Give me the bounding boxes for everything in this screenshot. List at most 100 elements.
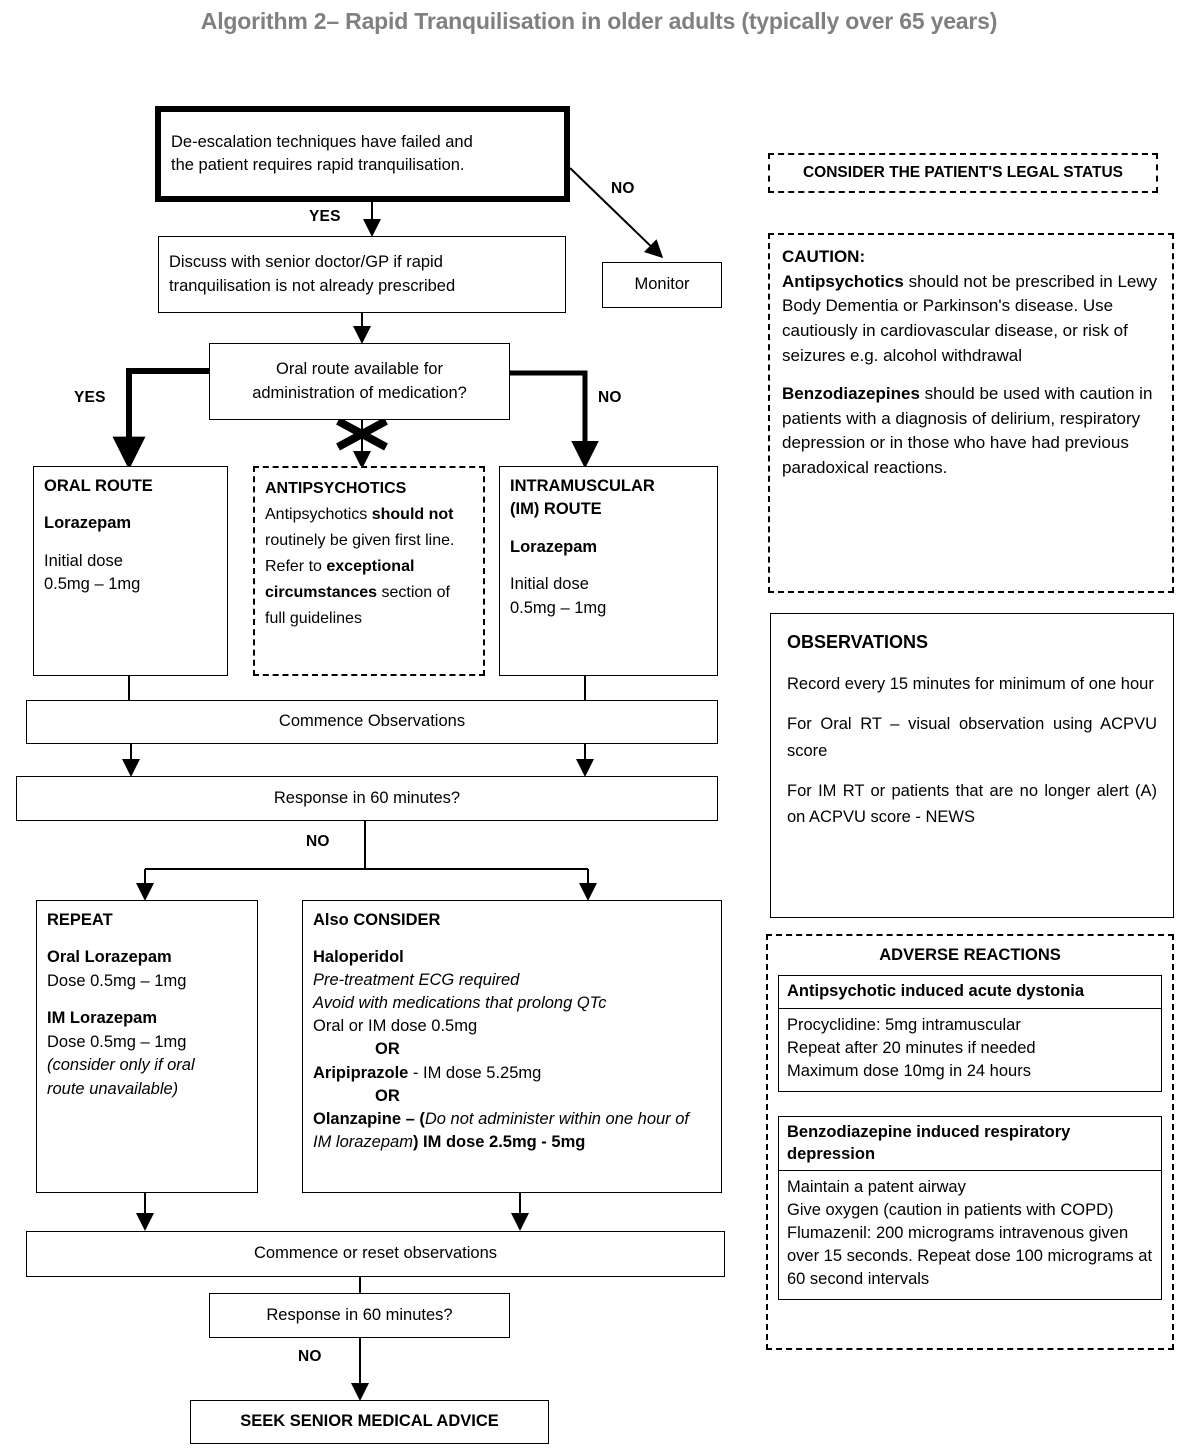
monitor-box: Monitor xyxy=(602,262,722,308)
antipsychotics-body: Antipsychotics should not routinely be g… xyxy=(265,502,473,632)
olanzapine-note: Do not administer within one hour of IM … xyxy=(313,1109,690,1151)
im-route-drug: Lorazepam xyxy=(510,537,598,556)
respiratory-line-2: Give oxygen (caution in patients with CO… xyxy=(787,1200,1114,1219)
page-title: Algorithm 2– Rapid Tranquilisation in ol… xyxy=(200,8,998,34)
oral-route-dose-label: Initial dose xyxy=(44,551,123,570)
oral-route-box: ORAL ROUTE Lorazepam Initial dose 0.5mg … xyxy=(33,466,228,676)
haloperidol-title: Haloperidol xyxy=(313,948,404,967)
seek-senior-advice-box: SEEK SENIOR MEDICAL ADVICE xyxy=(190,1400,549,1444)
respiratory-title-2: depression xyxy=(787,1145,876,1164)
aripiprazole-title: Aripiprazole xyxy=(313,1063,409,1082)
antipsychotics-text-4: section of xyxy=(377,583,451,601)
edge-label-no-2: NO xyxy=(598,389,622,406)
antipsychotics-text-2: routinely be given xyxy=(265,531,391,549)
edge-label-no-1: NO xyxy=(611,180,635,197)
discuss-box: Discuss with senior doctor/GP if rapid t… xyxy=(158,236,566,313)
dystonia-subbox: Antipsychotic induced acute dystonia Pro… xyxy=(778,975,1162,1093)
observations-text-2: For Oral RT – visual observation using A… xyxy=(787,715,1157,760)
im-route-box: INTRAMUSCULAR (IM) ROUTE Lorazepam Initi… xyxy=(499,466,718,676)
caution-box: CAUTION: Antipsychotics should not be pr… xyxy=(768,233,1174,593)
im-route-dose-label: Initial dose xyxy=(510,575,589,594)
observations-text-3: For IM RT or patients that are no longer… xyxy=(787,781,1157,827)
antipsychotics-bold-should: should xyxy=(371,505,425,523)
edge-label-yes-2: YES xyxy=(74,389,106,406)
repeat-box: REPEAT Oral Lorazepam Dose 0.5mg – 1mg I… xyxy=(36,900,258,1193)
im-route-heading-1: INTRAMUSCULAR xyxy=(510,477,655,495)
antipsychotics-bold-exceptional: exceptional xyxy=(326,557,415,575)
dystonia-line-2: Repeat after 20 minutes if needed xyxy=(787,1038,1036,1057)
caution-paragraph-2: Benzodiazepines should be used with caut… xyxy=(782,382,1160,481)
antipsychotics-box: ANTIPSYCHOTICS Antipsychotics should not… xyxy=(253,466,485,676)
legal-status-heading: CONSIDER THE PATIENT'S LEGAL STATUS xyxy=(802,164,1123,181)
caution-heading: CAUTION: xyxy=(782,247,866,266)
observations-heading: OBSERVATIONS xyxy=(787,632,929,652)
monitor-label: Monitor xyxy=(634,275,690,294)
respiratory-line-3: Flumazenil: 200 micrograms intravenous g… xyxy=(787,1223,1153,1289)
caution-paragraph-1: Antipsychotics should not be prescribed … xyxy=(782,270,1160,369)
response-60-label-2: Response in 60 minutes? xyxy=(266,1305,453,1324)
antipsychotics-bold-circumstances: circumstances xyxy=(265,583,378,601)
dystonia-line-3: Maximum dose 10mg in 24 hours xyxy=(787,1062,1031,1081)
caution-antipsychotics-bold: Antipsychotics xyxy=(782,271,904,291)
or-separator-1: OR xyxy=(375,1040,400,1059)
observations-box: OBSERVATIONS Record every 15 minutes for… xyxy=(770,613,1174,918)
edge-label-no-3: NO xyxy=(306,833,330,850)
im-route-heading-2: (IM) ROUTE xyxy=(510,500,602,519)
olanzapine-dose: ) IM dose 2.5mg - 5mg xyxy=(412,1132,586,1151)
antipsychotics-text-5: full guidelines xyxy=(265,609,362,627)
haloperidol-note-2: Avoid with medications that prolong QTc xyxy=(313,994,607,1013)
commence-reset-observations-box: Commence or reset observations xyxy=(26,1231,725,1277)
haloperidol-dose: Oral or IM dose 0.5mg xyxy=(313,1017,478,1036)
repeat-im-note-1: (consider only if oral xyxy=(47,1056,195,1075)
antipsychotics-bold-not: not xyxy=(428,505,454,523)
edge-label-yes-1: YES xyxy=(309,208,341,225)
start-line-1: De-escalation techniques have failed and xyxy=(171,132,473,151)
olanzapine-dash: – ( xyxy=(401,1109,425,1128)
commence-observations-box: Commence Observations xyxy=(26,700,718,744)
caution-benzodiazepines-text: should be used with caution in patients … xyxy=(782,384,1153,478)
repeat-oral-dose: Dose 0.5mg – 1mg xyxy=(47,971,187,990)
start-line-2: the patient requires rapid tranquilisati… xyxy=(171,156,465,174)
discuss-line-1: Discuss with senior doctor/GP if rapid xyxy=(169,253,443,272)
repeat-im-note-2: route unavailable) xyxy=(47,1079,179,1098)
repeat-im-title: IM Lorazepam xyxy=(47,1009,158,1028)
also-consider-box: Also CONSIDER Haloperidol Pre-treatment … xyxy=(302,900,722,1193)
discuss-line-2: tranquilisation is not already prescribe… xyxy=(169,276,456,295)
oral-route-heading: ORAL ROUTE xyxy=(44,477,153,495)
antipsychotics-heading: ANTIPSYCHOTICS xyxy=(265,480,407,497)
oral-route-decision-box: Oral route available for administration … xyxy=(209,343,510,420)
oral-decision-line-2: administration of medication? xyxy=(252,383,467,402)
repeat-heading: REPEAT xyxy=(47,911,113,929)
caution-antipsychotics-text: should not be prescribed in Lewy Body De… xyxy=(782,271,1158,365)
olanzapine-title: Olanzapine xyxy=(313,1109,402,1128)
olanzapine-row: Olanzapine – (Do not administer within o… xyxy=(313,1108,711,1154)
response-60-box-2: Response in 60 minutes? xyxy=(209,1293,510,1338)
antipsychotics-text-1: Antipsychotics xyxy=(265,505,372,523)
caution-benzodiazepines-bold: Benzodiazepines xyxy=(782,384,920,404)
observations-text-1: Record every 15 minutes for minimum of o… xyxy=(787,674,1154,693)
seek-senior-advice-label: SEEK SENIOR MEDICAL ADVICE xyxy=(240,1412,499,1431)
adverse-reactions-box: ADVERSE REACTIONS Antipsychotic induced … xyxy=(766,934,1174,1350)
start-box: De-escalation techniques have failed and… xyxy=(155,106,570,202)
im-route-dose-value: 0.5mg – 1mg xyxy=(510,598,607,617)
oral-route-dose-value: 0.5mg – 1mg xyxy=(44,575,141,594)
respiratory-title-1: Benzodiazepine induced respiratory xyxy=(787,1123,1071,1142)
respiratory-line-1: Maintain a patent airway xyxy=(787,1177,966,1196)
haloperidol-note-1: Pre-treatment ECG required xyxy=(313,971,520,990)
repeat-im-dose: Dose 0.5mg – 1mg xyxy=(47,1032,187,1051)
aripiprazole-row: Aripiprazole - IM dose 5.25mg xyxy=(313,1062,711,1085)
oral-decision-line-1: Oral route available for xyxy=(276,360,443,379)
commence-observations-label: Commence Observations xyxy=(278,712,466,731)
oral-route-drug: Lorazepam xyxy=(44,514,132,533)
respiratory-subbox: Benzodiazepine induced respiratory depre… xyxy=(778,1116,1162,1301)
response-60-label-1: Response in 60 minutes? xyxy=(273,788,461,807)
aripiprazole-dose: - IM dose 5.25mg xyxy=(408,1063,542,1082)
legal-status-box: CONSIDER THE PATIENT'S LEGAL STATUS xyxy=(768,153,1158,193)
response-60-box-1: Response in 60 minutes? xyxy=(16,776,718,821)
antipsychotics-text-3: first line. Refer to xyxy=(265,531,455,575)
adverse-reactions-heading: ADVERSE REACTIONS xyxy=(879,946,1061,964)
commence-reset-label: Commence or reset observations xyxy=(253,1244,498,1263)
dystonia-title: Antipsychotic induced acute dystonia xyxy=(779,976,1161,1009)
or-separator-2: OR xyxy=(375,1086,400,1105)
also-consider-heading: Also CONSIDER xyxy=(313,911,441,929)
